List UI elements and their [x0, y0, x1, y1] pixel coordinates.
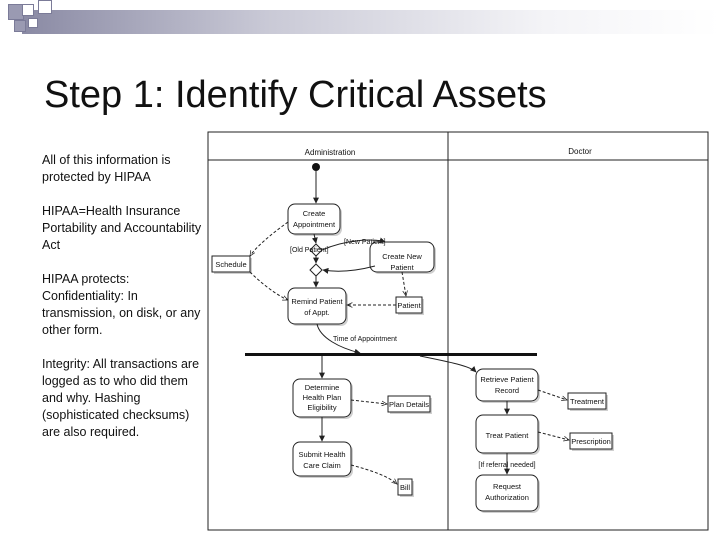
activity-determine-eligibility: Determine Health Plan Eligibility	[292, 378, 353, 419]
activity-label: Patient	[390, 263, 414, 272]
lane-label-doctor: Doctor	[568, 147, 592, 156]
activity-label: Submit Health	[298, 450, 345, 459]
body-text: All of this information is protected by …	[42, 152, 202, 458]
guard-old-patient: [Old Patient]	[290, 247, 329, 254]
swimlanes: Administration Doctor	[207, 131, 709, 531]
activity-create-new-patient: Create New Patient	[369, 241, 436, 274]
object-plan-details: Plan Details	[387, 395, 432, 414]
deco-square	[38, 0, 52, 14]
object-label: Bill	[400, 483, 410, 492]
guard-time-of-appointment: Time of Appointment	[333, 336, 397, 343]
object-label: Patient	[397, 301, 421, 310]
activity-remind-patient: Remind Patient of Appt.	[287, 287, 348, 326]
activity-label: Create New	[382, 252, 422, 261]
object-label: Schedule	[215, 260, 246, 269]
deco-square	[22, 4, 34, 16]
activity-label: Create	[303, 209, 326, 218]
paragraph-hipaa-protected: All of this information is protected by …	[42, 153, 171, 184]
object-bill: Bill	[397, 478, 414, 497]
activity-treat-patient: Treat Patient	[475, 414, 540, 455]
object-treatment: Treatment	[567, 392, 608, 411]
paragraph-integrity: Integrity: All transactions are logged a…	[42, 357, 200, 439]
paragraph-confidentiality: HIPAA protects: Confidentiality: In tran…	[42, 272, 201, 337]
activity-create-appointment: Create Appointment	[287, 203, 342, 236]
activity-request-authorization: Request Authorization	[475, 474, 540, 513]
activity-label: Authorization	[485, 493, 529, 502]
activity-label: Determine	[305, 383, 340, 392]
control-flows-lower	[319, 355, 510, 475]
deco-square	[14, 20, 26, 32]
paragraph-hipaa-definition: HIPAA=Health Insurance Portability and A…	[42, 204, 202, 252]
gradient-bar	[22, 10, 720, 34]
object-label: Plan Details	[389, 400, 429, 409]
object-label: Treatment	[570, 397, 605, 406]
object-flows	[250, 221, 569, 484]
guard-new-patient: [New Patient]	[344, 239, 386, 246]
activity-retrieve-record: Retrieve Patient Record	[475, 368, 540, 403]
object-label: Prescription	[571, 437, 611, 446]
slide-title: Step 1: Identify Critical Assets	[44, 74, 547, 116]
lane-label-administration: Administration	[305, 148, 356, 157]
object-schedule: Schedule	[211, 255, 252, 274]
synchronization-bar	[245, 353, 537, 356]
activity-label: Remind Patient	[291, 297, 343, 306]
activity-label: Treat Patient	[486, 431, 530, 440]
activity-label: Retrieve Patient	[480, 375, 534, 384]
activity-label: Record	[495, 386, 519, 395]
deco-square	[28, 18, 38, 28]
merge-node	[309, 263, 323, 277]
activity-submit-claim: Submit Health Care Claim	[292, 441, 353, 478]
object-patient: Patient	[395, 296, 424, 315]
activity-label: Request	[493, 482, 522, 491]
initial-node	[312, 163, 320, 171]
activity-label: Eligibility	[307, 403, 336, 412]
decorative-header	[0, 0, 720, 40]
activity-label: of Appt.	[304, 308, 329, 317]
activity-label: Appointment	[293, 220, 336, 229]
activity-label: Health Plan	[303, 393, 342, 402]
control-flows	[311, 233, 386, 355]
object-prescription: Prescription	[569, 432, 614, 451]
activity-label: Care Claim	[303, 461, 341, 470]
